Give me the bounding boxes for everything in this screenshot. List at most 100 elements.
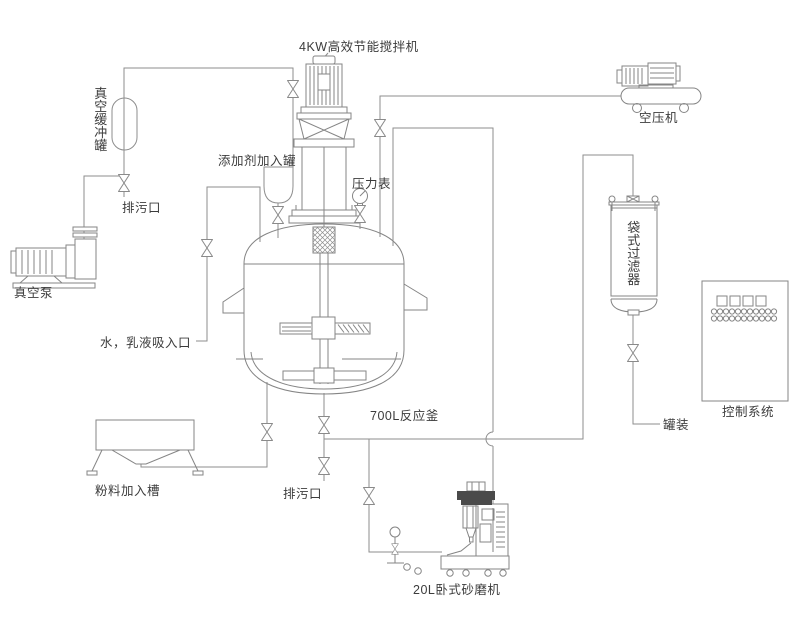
valve-icon (272, 206, 284, 224)
mill-feed-cart (387, 526, 422, 575)
compressor-motor-cap (616, 69, 623, 84)
compressor-head-cap (675, 65, 681, 82)
mill-outlet-valve (469, 536, 474, 543)
reactor-shell (243, 223, 405, 395)
panel-button-row-1 (710, 308, 778, 315)
hopper-foot-right (192, 470, 204, 476)
drive-brace-1 (298, 118, 345, 140)
panel-meter-2 (729, 295, 741, 307)
valve-icon (363, 487, 375, 505)
vacuum-pump-label: 真空泵 (14, 286, 53, 300)
drive-base-plate (293, 138, 355, 148)
hopper-leg-left (91, 449, 103, 472)
valve-icon (118, 174, 130, 192)
sand-mill (387, 481, 510, 577)
valve-icon (391, 543, 399, 555)
control-cabinet (701, 280, 789, 402)
mill-caster-2 (462, 569, 470, 577)
powder-hopper (86, 419, 204, 476)
valve-icon (261, 423, 273, 441)
air-compressor (616, 62, 702, 113)
filter-eyebolt-left (608, 195, 616, 203)
bag-filter-label: 袋式过滤器 (627, 220, 641, 287)
valve-icon (318, 457, 330, 475)
reactor-jacket-bottom (250, 351, 398, 390)
piping (83, 52, 660, 553)
control-panel (701, 280, 789, 402)
mill-belt-guard (457, 491, 495, 500)
pressure-gauge-icon (352, 188, 368, 207)
pipe-compressor-line (379, 95, 621, 237)
mill-caster-4 (499, 569, 507, 577)
bag-filter (608, 195, 660, 316)
pump-head (74, 238, 97, 280)
control-system-label: 控制系统 (722, 405, 774, 419)
reactor-label: 700L反应釜 (370, 408, 439, 423)
hopper-leg-right (187, 449, 199, 472)
pipe-powder-feed (140, 382, 268, 468)
labels: 4KW高效节能搅拌机 真空缓冲罐 排污口 真空泵 添加剂加入罐 压力表 水，乳液… (14, 39, 774, 597)
agitator-motor (305, 55, 343, 108)
mill-base (440, 555, 510, 570)
mill-door (479, 523, 492, 543)
pump-flange-lower (72, 232, 98, 238)
sand-mill-label: 20L卧式砂磨机 (413, 583, 500, 597)
pump-leg-right (53, 275, 63, 284)
valve-icon (374, 119, 386, 137)
mill-caster-3 (484, 569, 492, 577)
cart-wheel-2 (414, 567, 422, 575)
powder-hopper-label: 粉料加入槽 (95, 483, 160, 498)
compressor-wheel-left (632, 103, 642, 113)
vacuum-pump (10, 226, 98, 289)
mill-control-box (481, 508, 495, 521)
motor-flange-narrow (300, 106, 348, 114)
pump-flange-upper (72, 226, 98, 232)
panel-meter-1 (716, 295, 728, 307)
valve-icon (287, 80, 299, 98)
drive-brace-2 (303, 118, 350, 140)
compressor-wheel-right (679, 103, 689, 113)
agitator-paddle-lower (282, 367, 367, 384)
pipe-buffer-to-additive (123, 67, 294, 167)
shaft-coupling (312, 226, 336, 254)
valve-icon (318, 416, 330, 434)
water-inlet-label: 水，乳液吸入口 (100, 335, 191, 350)
air-compressor-label: 空压机 (639, 111, 678, 125)
hopper-box (95, 419, 195, 451)
mill-hose (446, 542, 472, 556)
pipe-mill-return-upper (392, 127, 494, 432)
pump-motor (15, 247, 67, 277)
mill-caster-1 (446, 569, 454, 577)
filter-bottom-nozzle (627, 309, 640, 316)
valves (118, 80, 639, 505)
panel-meter-3 (742, 295, 754, 307)
pipe-mill-feed (368, 439, 442, 553)
pipe-water-inlet (196, 186, 261, 342)
pump-coupling (65, 244, 76, 279)
additive-tank (263, 166, 294, 204)
panel-button-row-2 (710, 315, 778, 322)
pipe-filter-to-filling (632, 314, 660, 425)
pump-end-cap (10, 250, 17, 274)
reactor-lug-right (403, 283, 428, 311)
mill-belt-guard-lower (461, 500, 492, 505)
reactor-lug-left (222, 287, 245, 314)
reactor-drain-label: 排污口 (283, 487, 322, 501)
agitator-drive (293, 55, 355, 227)
compressor-tank (620, 87, 702, 105)
filling-label: 罐装 (663, 418, 689, 432)
cart-wheel-1 (403, 563, 411, 571)
pressure-gauge-label: 压力表 (352, 177, 391, 191)
valve-icon (627, 344, 639, 362)
mill-motor-cylinder (466, 481, 486, 492)
pump-base (12, 282, 96, 289)
motor-flange-wide (296, 112, 352, 120)
buffer-drain-label: 排污口 (122, 201, 161, 215)
vacuum-buffer-tank (111, 97, 138, 151)
pipe-reactor-to-filter (324, 154, 634, 440)
additive-tank-label: 添加剂加入罐 (218, 153, 296, 168)
mill-outlet-funnel (465, 527, 477, 538)
reactor-vessel (222, 205, 428, 395)
hopper-funnel (110, 449, 181, 465)
